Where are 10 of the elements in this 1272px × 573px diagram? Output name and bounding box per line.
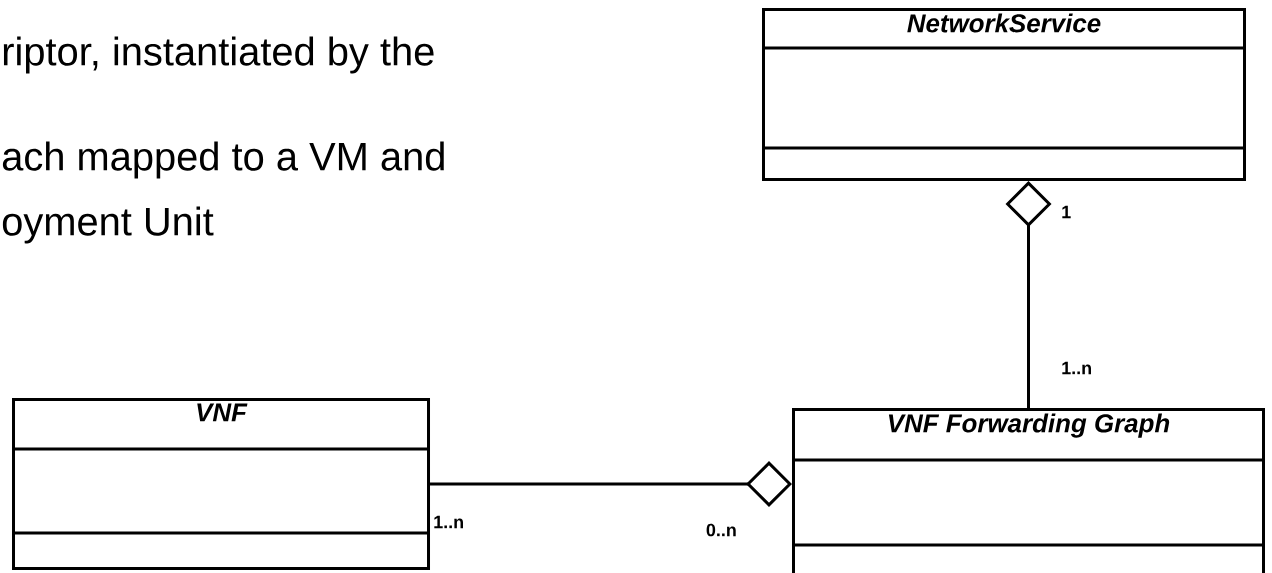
multiplicity-label: 0..n	[706, 523, 736, 537]
association-line	[430, 461, 792, 507]
class-box: VNF	[12, 398, 430, 570]
body-text: ach mapped to a VM and	[2, 141, 444, 179]
multiplicity-label: 1	[1062, 205, 1071, 219]
class-box: VNF Forwarding Graph	[792, 408, 1265, 573]
body-text: oyment Unit	[2, 206, 214, 244]
class-box: NetworkService	[762, 8, 1246, 181]
body-text: riptor, instantiated by the	[3, 36, 434, 74]
multiplicity-label: 1..n	[1062, 361, 1091, 375]
